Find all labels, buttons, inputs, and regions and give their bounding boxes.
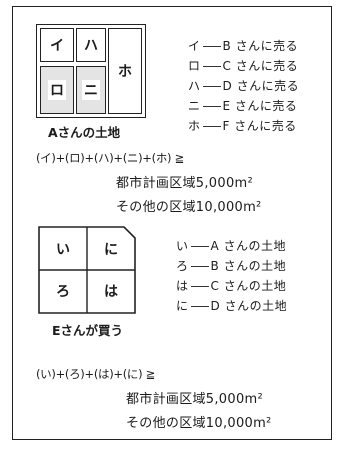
caption-e-buys: Eさんが買う (52, 323, 124, 338)
plot-e-diagram: い に ろ は (38, 226, 136, 314)
figure-frame (12, 6, 332, 440)
area-formula-1: (イ)+(ロ)+(ハ)+(ニ)+(ホ) ≧ (36, 151, 184, 165)
condition-city-planning-1: 都市計画区域5,000m² (116, 176, 253, 191)
lot-i: イ (40, 28, 74, 62)
lot-e-ha: は (96, 278, 126, 304)
condition-city-planning-2: 都市計画区域5,000m² (126, 392, 263, 407)
condition-other-area-1: その他の区域10,000m² (116, 200, 262, 215)
condition-other-area-2: その他の区域10,000m² (126, 416, 272, 431)
area-formula-2: (い)+(ろ)+(は)+(に) ≧ (36, 367, 155, 381)
lot-e-ro: ろ (48, 278, 78, 304)
plot-a-diagram (36, 24, 146, 118)
lot-ho: ホ (108, 28, 142, 114)
lot-e-i: い (48, 236, 78, 262)
caption-a-land: Aさんの土地 (48, 125, 121, 140)
lot-ni: ニ (76, 66, 106, 114)
lot-ha: ハ (76, 28, 106, 62)
plot-e-outline (38, 226, 136, 314)
lot-e-ni: に (96, 236, 126, 262)
lot-ro: ロ (40, 66, 74, 114)
